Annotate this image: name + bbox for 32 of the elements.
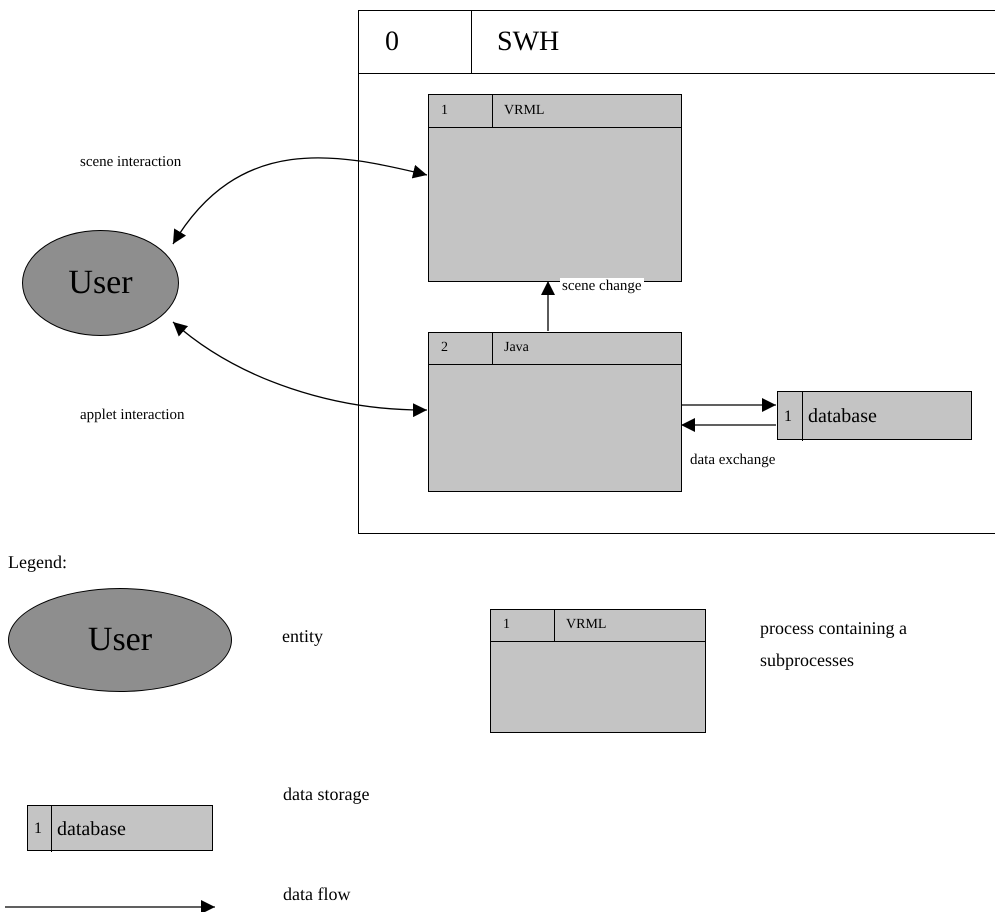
arrow (681, 398, 776, 412)
process-number: 1 (503, 617, 510, 634)
legend-text: process containing a subprocesses (760, 617, 908, 672)
legend-text: entity (282, 626, 323, 647)
store-name: database (808, 405, 877, 428)
legend-text: data storage (283, 784, 370, 805)
system-boundary-box (358, 10, 995, 534)
entity-name: User (88, 621, 152, 659)
process-box (428, 332, 682, 492)
process-name: SWH (497, 26, 560, 58)
process-box (490, 609, 706, 733)
edge-label: scene change (560, 278, 644, 295)
edge-label: data exchange (688, 452, 778, 469)
store-number: 1 (784, 408, 792, 426)
process-number: 1 (441, 102, 448, 119)
data-store-box (777, 391, 972, 440)
process-name: VRML (566, 617, 606, 634)
arrow (172, 322, 428, 417)
process-number: 2 (441, 340, 448, 356)
process-name: Java (504, 340, 529, 356)
store-name: database (57, 818, 126, 840)
arrow (681, 418, 776, 432)
process-number: 0 (385, 26, 399, 58)
entity-name: User (68, 264, 133, 302)
legend-text: data flow (283, 884, 350, 905)
arrow (541, 281, 555, 331)
store-number: 1 (34, 820, 42, 838)
legend-heading: Legend: (8, 552, 67, 573)
edge-label: applet interaction (78, 407, 187, 424)
process-name: VRML (504, 102, 544, 119)
arrow (172, 157, 428, 244)
data-store-box (27, 805, 213, 851)
